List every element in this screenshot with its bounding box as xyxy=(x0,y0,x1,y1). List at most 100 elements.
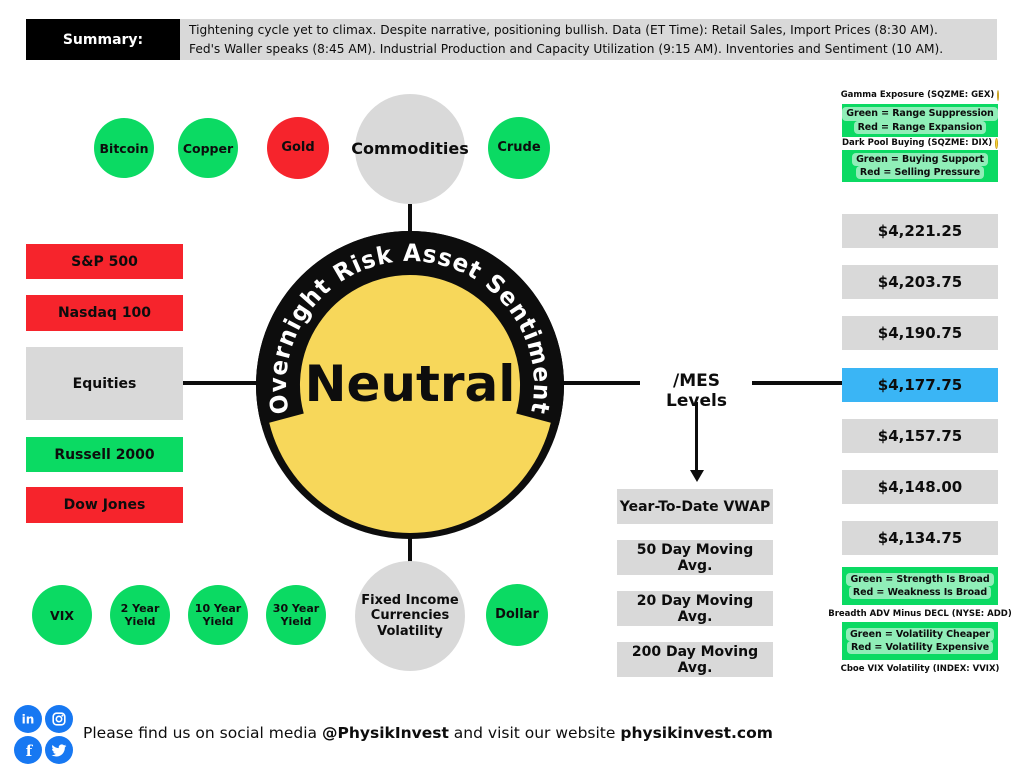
svg-text:f: f xyxy=(26,742,34,760)
node-gold: Gold xyxy=(267,117,329,179)
mes-level-price: $4,157.75 xyxy=(877,427,963,445)
footer-text-part: Please find us on social media xyxy=(83,724,322,742)
connector-top xyxy=(408,204,412,234)
node-equities-hub: Equities xyxy=(26,347,183,420)
connector-right-1 xyxy=(562,381,640,385)
mes-level-box: $4,157.75 xyxy=(842,419,998,453)
indicator-label: Dark Pool Buying (SQZME: DIX) xyxy=(842,138,993,148)
breadth-label: Breadth ADV Minus DECL (NYSE: ADD) xyxy=(828,608,1012,620)
node-label: Fixed Income Currencies Volatility xyxy=(361,592,459,639)
mes-level-box: $4,148.00 xyxy=(842,470,998,504)
instagram-icon[interactable] xyxy=(45,705,73,733)
mes-level-price: $4,134.75 xyxy=(877,529,963,547)
connector-bottom xyxy=(408,537,412,564)
mes-level-price: $4,203.75 xyxy=(877,273,963,291)
svg-text:in: in xyxy=(22,713,35,727)
footer-website: physikinvest.com xyxy=(620,724,773,742)
badge-fill xyxy=(265,243,555,533)
annotation-label: Year-To-Date VWAP xyxy=(619,498,771,515)
node-2y-yield: 2 Year Yield xyxy=(110,585,170,645)
linkedin-icon[interactable]: in xyxy=(14,705,42,733)
mes-level-box: $4,203.75 xyxy=(842,265,998,299)
node-label: S&P 500 xyxy=(71,253,138,270)
node-label: Crude xyxy=(497,140,541,156)
node-label: Commodities xyxy=(351,139,469,159)
legend-line: Red = Range Expansion xyxy=(853,120,987,134)
gamma-exposure-label: Gamma Exposure (SQZME: GEX) xyxy=(840,89,1000,101)
vvix-label: Cboe VIX Volatility (INDEX: VVIX) xyxy=(840,663,1000,675)
node-label: Dow Jones xyxy=(63,497,146,513)
node-dowjones: Dow Jones xyxy=(26,487,183,523)
node-sp500: S&P 500 xyxy=(26,244,183,279)
mes-level-box: $4,134.75 xyxy=(842,521,998,555)
annotation-label: 50 Day Moving Avg. xyxy=(636,541,754,574)
node-label: Gold xyxy=(281,140,315,156)
vvix-legend-box: Green = Volatility Cheaper Red = Volatil… xyxy=(842,622,998,660)
summary-text: Tightening cycle yet to climax. Despite … xyxy=(180,19,997,60)
dark-pool-label: Dark Pool Buying (SQZME: DIX) xyxy=(842,137,998,149)
annotation-label: 20 Day Moving Avg. xyxy=(636,592,754,625)
node-label: 30 Year Yield xyxy=(272,601,320,628)
legend-line: Red = Volatility Expensive xyxy=(846,641,994,655)
mes-level-price: $4,190.75 xyxy=(877,324,963,342)
mes-level-box-current: $4,177.75 xyxy=(842,368,998,402)
mes-level-price: $4,221.25 xyxy=(877,222,963,240)
node-commodities-hub: Commodities xyxy=(351,94,469,204)
legend-line: Green = Volatility Cheaper xyxy=(845,627,994,641)
footer-handle: @PhysikInvest xyxy=(321,724,449,742)
legend-line: Red = Weakness Is Broad xyxy=(848,586,992,600)
indicator-label: Gamma Exposure (SQZME: GEX) xyxy=(840,90,995,100)
sentiment-value: Neutral xyxy=(305,355,516,413)
mes-arrow-head-icon xyxy=(690,470,704,482)
node-30y-yield: 30 Year Yield xyxy=(266,585,326,645)
dark-pool-legend-box: Green = Buying Support Red = Selling Pre… xyxy=(842,150,998,182)
mes-annotation-200dma: 200 Day Moving Avg. xyxy=(617,642,773,677)
node-label: Russell 2000 xyxy=(54,446,155,463)
annotation-label: 200 Day Moving Avg. xyxy=(631,643,759,676)
mes-levels-title: /MES Levels xyxy=(666,371,727,411)
legend-line: Green = Strength Is Broad xyxy=(846,572,994,586)
legend-line: Green = Buying Support xyxy=(852,152,988,166)
node-vix: VIX xyxy=(32,585,92,645)
node-label: Bitcoin xyxy=(99,140,149,156)
twitter-icon[interactable] xyxy=(45,736,73,764)
node-fixed-income-hub: Fixed Income Currencies Volatility xyxy=(355,561,465,671)
breadth-legend-box: Green = Strength Is Broad Red = Weakness… xyxy=(842,567,998,605)
node-crude: Crude xyxy=(488,117,550,179)
node-label: Copper xyxy=(182,140,234,156)
facebook-icon[interactable]: f xyxy=(14,736,42,764)
node-russell2000: Russell 2000 xyxy=(26,437,183,472)
mes-annotation-50dma: 50 Day Moving Avg. xyxy=(617,540,773,575)
connector-right-2 xyxy=(752,381,843,385)
summary-label: Summary: xyxy=(26,19,180,60)
mes-level-box: $4,190.75 xyxy=(842,316,998,350)
node-copper: Copper xyxy=(178,118,238,178)
mes-level-price: $4,177.75 xyxy=(877,376,963,394)
smiley-emoji-icon xyxy=(997,89,1000,101)
node-nasdaq100: Nasdaq 100 xyxy=(26,295,183,331)
mes-arrow-stem xyxy=(695,402,698,471)
mes-annotation-ytd-vwap: Year-To-Date VWAP xyxy=(617,489,773,524)
node-label: Equities xyxy=(72,375,137,392)
mes-level-box: $4,221.25 xyxy=(842,214,998,248)
legend-line: Red = Selling Pressure xyxy=(855,166,985,180)
connector-left xyxy=(182,381,258,385)
node-label: VIX xyxy=(50,607,74,623)
gamma-legend-box: Green = Range Suppression Red = Range Ex… xyxy=(842,104,998,137)
mes-level-price: $4,148.00 xyxy=(877,478,963,496)
indicator-label: Cboe VIX Volatility (INDEX: VVIX) xyxy=(840,664,1000,674)
indicator-label: Breadth ADV Minus DECL (NYSE: ADD) xyxy=(828,609,1012,619)
smiley-emoji-icon xyxy=(995,137,998,149)
node-label: Nasdaq 100 xyxy=(57,305,152,321)
node-10y-yield: 10 Year Yield xyxy=(188,585,248,645)
footer-text: Please find us on social media @PhysikIn… xyxy=(83,720,773,746)
node-label: Dollar xyxy=(495,607,539,623)
node-label: 10 Year Yield xyxy=(194,601,242,628)
badge-arc-band xyxy=(256,231,564,425)
node-dollar: Dollar xyxy=(486,584,548,646)
mes-annotation-20dma: 20 Day Moving Avg. xyxy=(617,591,773,626)
node-label: 2 Year Yield xyxy=(120,601,160,628)
node-bitcoin: Bitcoin xyxy=(94,118,154,178)
legend-line: Green = Range Suppression xyxy=(842,107,998,121)
